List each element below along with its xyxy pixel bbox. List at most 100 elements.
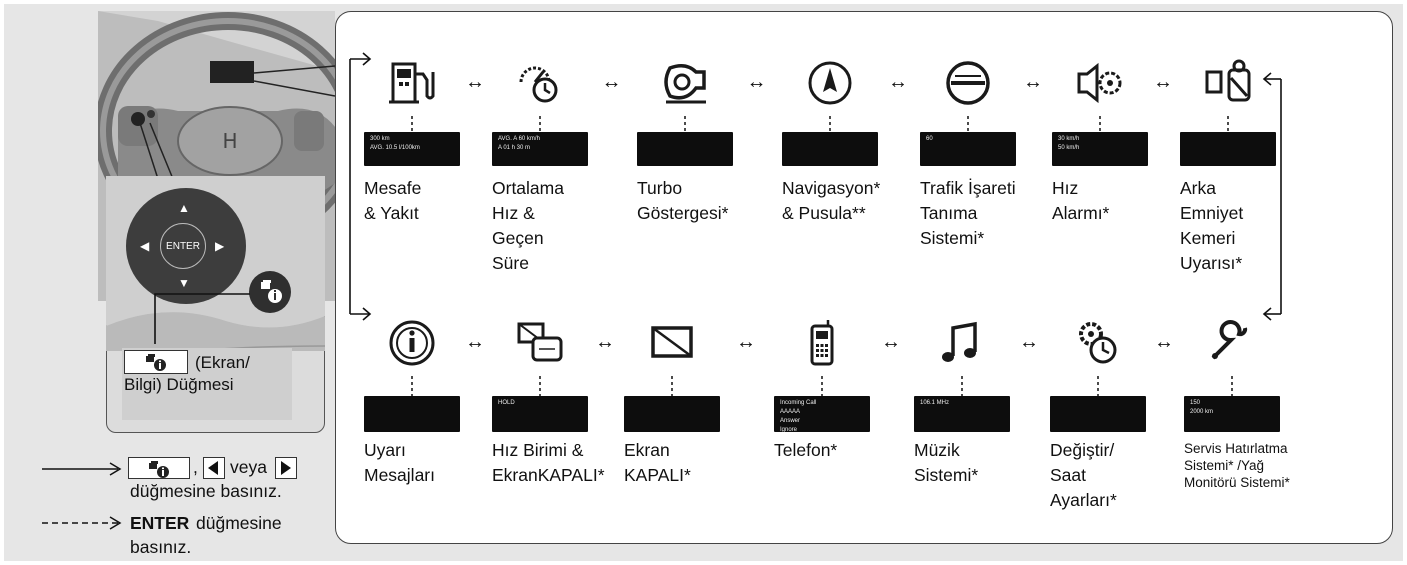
bidirectional-arrow-icon: ↔ <box>595 331 615 353</box>
caption-line-1: (Ekran/ <box>195 353 250 372</box>
phone-icon <box>795 318 849 373</box>
down-arrow-icon[interactable]: ▼ <box>178 276 190 290</box>
legend-display-info-icon <box>149 461 169 478</box>
svg-text:H: H <box>222 129 237 153</box>
bidirectional-arrow-icon: ↔ <box>465 71 485 93</box>
turbo-icon <box>658 58 712 113</box>
panel-connectors <box>349 52 1282 321</box>
wrench-icon <box>1205 318 1259 373</box>
speed-alarm-icon <box>1073 58 1127 113</box>
preview-navigasyon <box>782 132 878 166</box>
up-arrow-icon[interactable]: ▲ <box>178 201 190 215</box>
menu-label-mesafe: Mesafe <box>364 178 422 198</box>
menu-label-trafik: Sistemi* <box>920 228 985 248</box>
legend-right-arrow-icon <box>281 461 291 475</box>
legend-dashed-description-2: basınız. <box>130 537 192 557</box>
preview-uyari <box>364 396 460 432</box>
preview-muzik: 106.1 MHz <box>914 396 1010 432</box>
bidirectional-arrow-icon: ↔ <box>1154 331 1174 353</box>
preview-text: HOLD <box>498 400 515 406</box>
preview-degistir <box>1050 396 1146 432</box>
menu-label-arka_emniyet: Kemeri <box>1180 228 1236 248</box>
unit-display-icon <box>513 318 567 373</box>
menu-label-arka_emniyet: Uyarısı* <box>1180 253 1243 273</box>
display-info-key-icon <box>146 354 166 371</box>
menu-label-uyari: Uyarı <box>364 440 406 460</box>
enter-button[interactable]: ENTER <box>160 223 206 269</box>
menu-label-ekran_kapali: Ekran <box>624 440 670 460</box>
menu-label-arka_emniyet: Emniyet <box>1180 203 1244 223</box>
left-arrow-icon[interactable]: ◀ <box>140 239 150 253</box>
display-info-button-icon[interactable] <box>247 269 293 315</box>
menu-label-mesafe: & Yakıt <box>364 203 419 223</box>
preview-text: Answer <box>780 418 801 424</box>
display-off-icon <box>645 318 699 373</box>
right-arrow-icon[interactable]: ▶ <box>215 239 225 253</box>
preview-hiz_birimi: HOLD <box>492 396 588 432</box>
menu-label-arka_emniyet: Arka <box>1180 178 1216 198</box>
legend-enter-bold: ENTER <box>130 513 190 533</box>
info-circle-icon <box>385 318 439 373</box>
settings-clock-icon <box>1071 318 1125 373</box>
caption-line-2: Bilgi) Düğmesi <box>124 375 234 394</box>
preview-trafik: 60 <box>920 132 1016 166</box>
legend-or-text: veya <box>230 457 267 477</box>
display-info-key <box>124 350 188 374</box>
menu-label-hiz_alarmi: Alarmı* <box>1052 203 1110 223</box>
bidirectional-arrow-icon: ↔ <box>736 331 756 353</box>
legend-separator: , <box>193 457 198 477</box>
preview-text: AAAAA <box>780 409 801 415</box>
bidirectional-arrow-icon: ↔ <box>888 71 908 93</box>
legend-right-key <box>275 457 297 479</box>
bidirectional-arrow-icon: ↔ <box>1153 71 1173 93</box>
callout-pointer-line <box>154 293 250 344</box>
display-menu-panel <box>335 11 1393 544</box>
menu-label-navigasyon: Navigasyon* <box>782 178 881 198</box>
menu-label-trafik: Trafik İşareti <box>920 178 1016 198</box>
bidirectional-arrow-icon: ↔ <box>601 71 622 93</box>
menu-label-muzik: Sistemi* <box>914 465 979 485</box>
menu-label-hiz_birimi: Hız Birimi & <box>492 440 584 460</box>
preview-ortalama: AVG. A 60 km/h A 01 h 30 m <box>492 132 588 166</box>
bidirectional-arrow-icon: ↔ <box>1019 331 1039 353</box>
menu-label-uyari: Mesajları <box>364 465 435 485</box>
preview-text: 106.1 MHz <box>920 400 950 406</box>
preview-text: A 01 h 30 m <box>498 145 531 151</box>
preview-text: Ignore <box>780 427 798 432</box>
legend-dashed-description: düğmesine <box>196 513 282 533</box>
legend-solid-description: düğmesine basınız. <box>130 481 282 501</box>
menu-label-muzik: Müzik <box>914 440 960 460</box>
preview-text: 30 km/h <box>1058 136 1080 142</box>
menu-label-navigasyon: & Pusula** <box>782 203 866 223</box>
menu-label-trafik: Tanıma <box>920 203 978 223</box>
preview-hiz_alarmi: 30 km/h 50 km/h <box>1052 132 1148 166</box>
menu-label-ekran_kapali: KAPALI* <box>624 465 691 485</box>
preview-text: 50 km/h <box>1058 145 1080 151</box>
menu-label-ortalama: Süre <box>492 253 529 273</box>
menu-label-hiz_alarmi: Hız <box>1052 178 1079 198</box>
preview-turbo <box>637 132 733 166</box>
legend-left-key <box>203 457 225 479</box>
preview-text: 60 <box>926 136 933 142</box>
menu-label-ortalama: Hız & <box>492 203 535 223</box>
menu-label-turbo: Turbo <box>637 178 683 198</box>
menu-label-degistir: Değiştir/ <box>1050 440 1115 460</box>
menu-label-telefon: Telefon* <box>774 440 838 460</box>
legend-left-arrow-icon <box>208 461 218 475</box>
preview-ekran_kapali <box>624 396 720 432</box>
preview-arka_emniyet <box>1180 132 1276 166</box>
preview-text: Incoming Call <box>780 400 817 406</box>
menu-label-ortalama: Geçen <box>492 228 544 248</box>
menu-label-degistir: Saat <box>1050 465 1086 485</box>
bidirectional-arrow-icon: ↔ <box>1023 71 1043 93</box>
menu-label-servis: Servis Hatırlatma <box>1184 441 1288 456</box>
menu-label-ortalama: Ortalama <box>492 178 564 198</box>
preview-text: 300 km <box>370 136 390 142</box>
menu-label-hiz_birimi: EkranKAPALI* <box>492 465 605 485</box>
preview-text: AVG. A 60 km/h <box>498 136 540 142</box>
rear-seatbelt-icon <box>1201 58 1255 113</box>
